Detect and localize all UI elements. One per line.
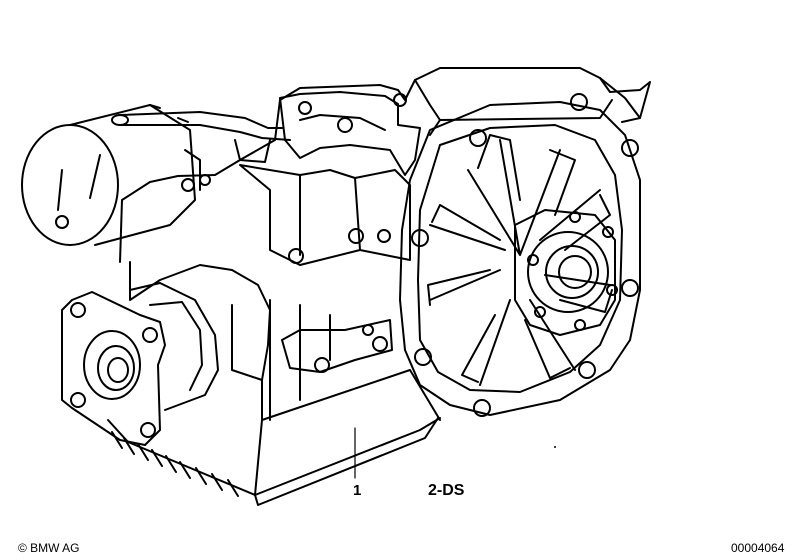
model-code-label: 2-DS — [428, 482, 465, 499]
callout-label-1: 1 — [353, 482, 362, 499]
copyright-notice: © BMW AG — [18, 541, 80, 555]
input-flange — [61, 282, 219, 446]
output-flange-wheel — [399, 93, 641, 417]
breather-tube — [111, 111, 291, 163]
stray-dot — [554, 446, 556, 448]
housing-main-body — [119, 67, 651, 496]
image-id: 00004064 — [731, 541, 785, 555]
left-output-cap — [21, 104, 201, 246]
